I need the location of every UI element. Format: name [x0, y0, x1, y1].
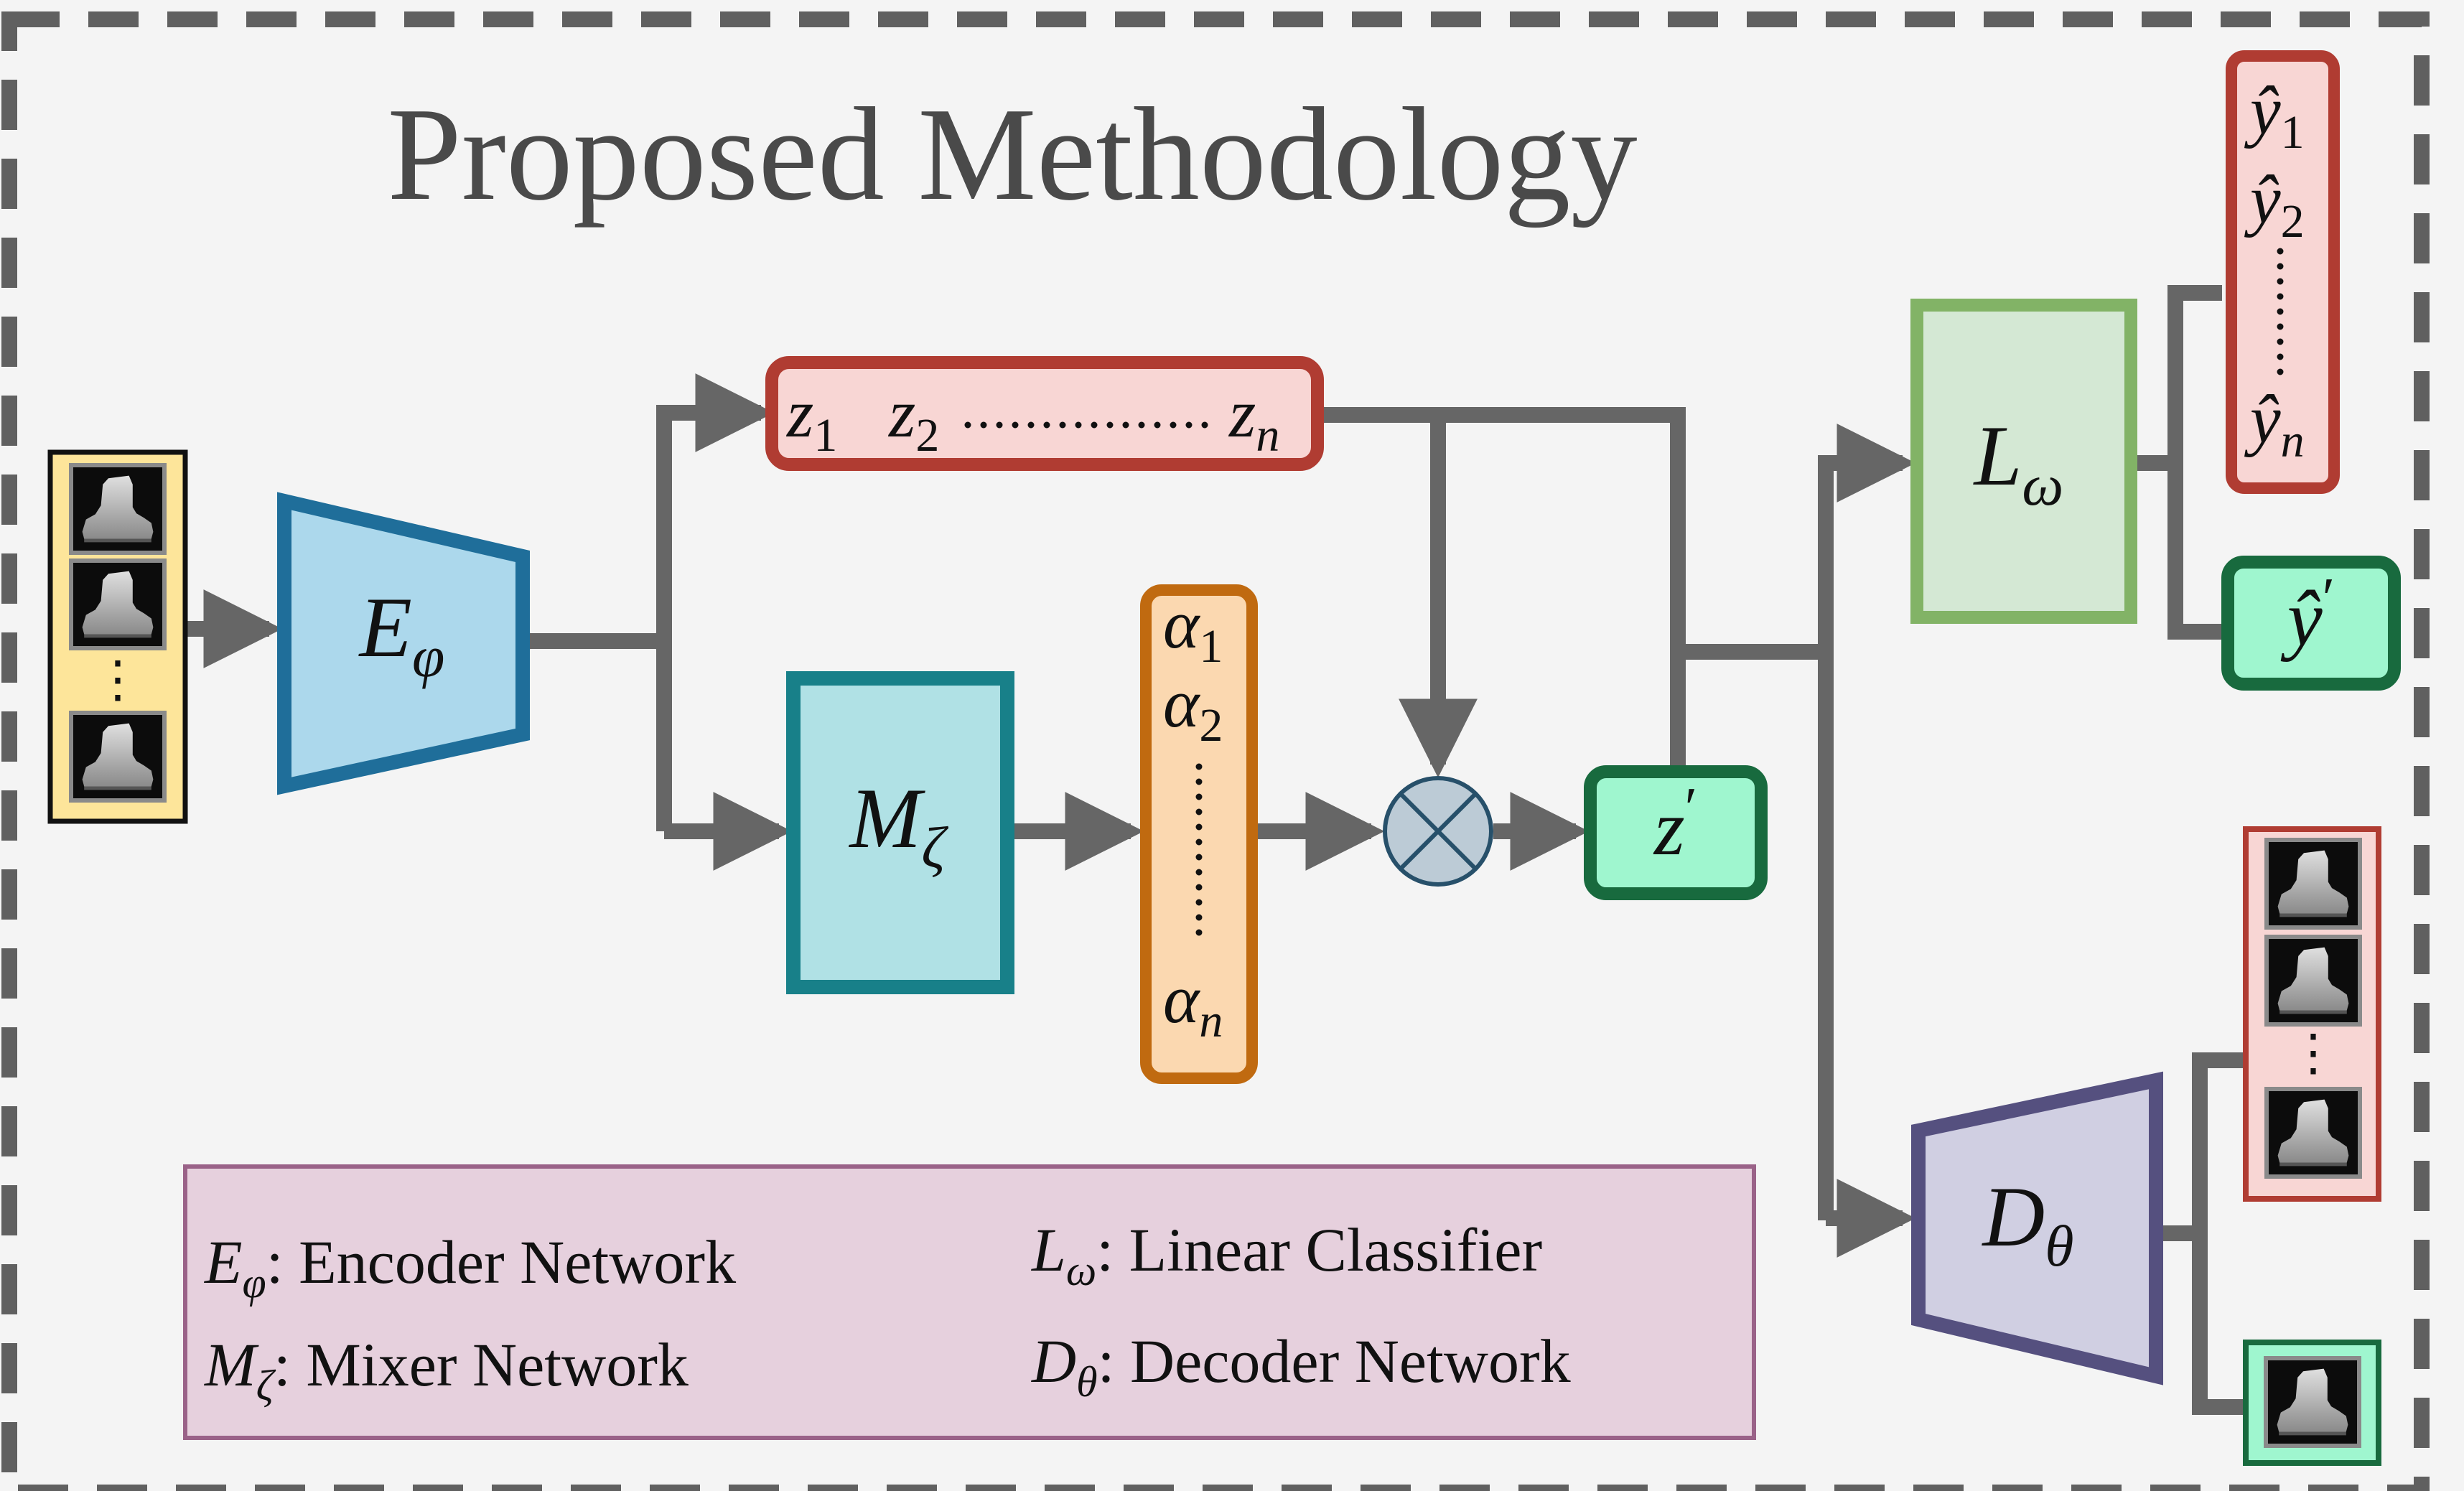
- latent-z1-sub: 1: [813, 409, 837, 462]
- line-decoder-to-mixed-image: [2192, 1233, 2244, 1415]
- yprime-symbol: ŷ: [2280, 574, 2323, 662]
- mixed-prediction-node: ŷ′: [2221, 556, 2401, 691]
- svg-text:z2: z2: [887, 375, 939, 462]
- multiply-operator: [1383, 776, 1493, 887]
- alpha-2-symbol: α: [1163, 665, 1200, 742]
- prediction-1-symbol: ŷ: [2244, 72, 2281, 149]
- classifier-subscript: ω: [2022, 452, 2063, 518]
- decoder-subscript: θ: [2045, 1213, 2073, 1279]
- encoder-subscript: φ: [412, 624, 444, 689]
- svg-text:ŷ′: ŷ′: [2280, 567, 2335, 662]
- mixer-subscript: ζ: [921, 815, 948, 880]
- svg-text:z1: z1: [785, 375, 837, 462]
- latent-z2-sub: 2: [915, 409, 939, 462]
- latent-zn-symbol: z: [1228, 375, 1256, 452]
- decoder-symbol: D: [1982, 1169, 2045, 1264]
- mixing-weights: α1 α2 αn: [1140, 584, 1258, 1084]
- latent-z1-symbol: z: [785, 375, 813, 452]
- decoder-node: Dθ: [1911, 1071, 2163, 1385]
- alpha-1-symbol: α: [1163, 586, 1200, 663]
- prediction-2-sub: 2: [2281, 195, 2305, 248]
- boot-image-icon: [2266, 1358, 2359, 1446]
- latent-vector: z1 z2 zn: [765, 356, 1324, 471]
- boot-image-icon: [2267, 1089, 2360, 1177]
- svg-text:α2: α2: [1163, 665, 1223, 752]
- encoder-node: Eφ: [277, 492, 530, 795]
- vertical-ellipsis: ⋮: [93, 653, 143, 708]
- legend-item-decoder: Dθ: Decoder Network: [1031, 1327, 1571, 1406]
- legend-item-encoder: Eφ: Encoder Network: [203, 1228, 736, 1307]
- alpha-2-sub: 2: [1199, 699, 1223, 752]
- arrow-to-classifier: [1818, 424, 1916, 1220]
- line-decoder-to-reconstructions: [2161, 1052, 2244, 1241]
- svg-text:Lω: Lω: [1973, 408, 2064, 518]
- prediction-n-symbol: ŷ: [2244, 380, 2281, 457]
- svg-text:αn: αn: [1163, 960, 1223, 1047]
- mixer-node: Mζ: [786, 671, 1014, 994]
- svg-text:α1: α1: [1163, 586, 1223, 673]
- svg-text:z′: z′: [1653, 777, 1697, 871]
- alpha-n-sub: n: [1199, 995, 1223, 1047]
- latent-zn-sub: n: [1256, 409, 1279, 462]
- legend: Eφ: Encoder Network Mζ: Mixer Network Lω…: [183, 1164, 1756, 1440]
- classifier-symbol: L: [1973, 408, 2022, 503]
- diagram-title: Proposed Methodology: [387, 80, 1637, 228]
- mixer-symbol: M: [848, 770, 925, 866]
- line-classifier-to-yprime: [2167, 463, 2226, 640]
- vertical-ellipsis: ⋮: [2288, 1026, 2338, 1081]
- mixed-latent-node: z′: [1584, 765, 1768, 900]
- latent-z2-symbol: z: [887, 375, 915, 452]
- connectors: [183, 285, 2244, 1415]
- dashed-frame: [1, 11, 2430, 1491]
- reconstructed-image-stack: ⋮: [2243, 826, 2381, 1202]
- arrow-to-latents: [656, 373, 775, 831]
- boot-image-icon: [71, 465, 164, 553]
- legend-item-mixer: Mζ: Mixer Network: [203, 1330, 689, 1409]
- svg-text:ŷ2: ŷ2: [2244, 161, 2305, 248]
- svg-text:Dθ: Dθ: [1982, 1169, 2074, 1279]
- line-classifier-to-predictions: [2133, 285, 2222, 471]
- yprime-prime: ′: [2323, 567, 2335, 630]
- mixed-reconstruction: [2243, 1340, 2381, 1466]
- prediction-1-sub: 1: [2281, 106, 2305, 159]
- svg-text:Eφ: Eφ: [358, 579, 445, 689]
- svg-text:Mζ: Mζ: [848, 770, 948, 880]
- prediction-vector: ŷ1 ŷ2 ŷn: [2226, 50, 2340, 494]
- boot-image-icon: [2267, 937, 2360, 1024]
- svg-text:ŷ1: ŷ1: [2244, 72, 2305, 159]
- prediction-n-sub: n: [2281, 415, 2305, 467]
- svg-text:zn: zn: [1228, 375, 1279, 462]
- zprime-prime: ′: [1685, 777, 1698, 840]
- alpha-1-sub: 1: [1199, 620, 1223, 673]
- svg-text:ŷn: ŷn: [2244, 380, 2305, 467]
- encoder-symbol: E: [358, 579, 412, 675]
- legend-item-classifier: Lω: Linear Classifier: [1030, 1215, 1542, 1294]
- input-image-stack: ⋮: [47, 449, 188, 824]
- boot-image-icon: [2267, 840, 2360, 927]
- alpha-n-symbol: α: [1163, 960, 1200, 1037]
- boot-image-icon: [71, 713, 164, 800]
- prediction-2-symbol: ŷ: [2244, 161, 2281, 238]
- boot-image-icon: [71, 561, 164, 648]
- zprime-symbol: z: [1653, 784, 1685, 871]
- classifier-node: Lω: [1910, 299, 2137, 624]
